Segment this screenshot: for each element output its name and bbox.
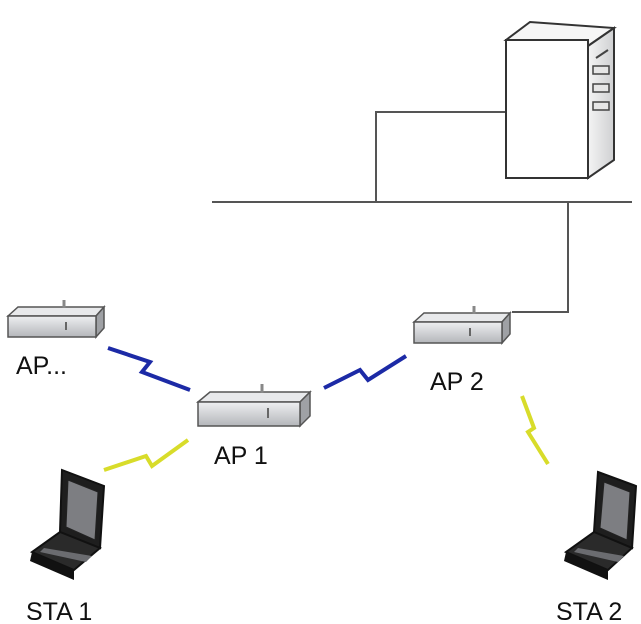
link-sta1-ap1 <box>103 438 190 472</box>
access-point-icon <box>412 306 512 345</box>
label-sta2: STA 2 <box>556 598 622 624</box>
ap2-uplink <box>512 202 569 313</box>
label-ap-other: AP... <box>16 352 67 380</box>
access-point-icon <box>195 384 312 428</box>
server-uplink <box>375 111 506 202</box>
server-tower-icon <box>503 20 617 180</box>
label-ap2: AP 2 <box>430 368 484 396</box>
label-ap1: AP 1 <box>214 442 268 470</box>
laptop-icon <box>29 468 106 580</box>
link-ap2-sta2 <box>520 395 550 466</box>
laptop-icon <box>563 470 638 580</box>
label-sta1: STA 1 <box>26 598 92 624</box>
link-ap1-ap2 <box>323 354 408 390</box>
access-point-icon <box>6 300 106 339</box>
link-apother-ap1 <box>107 346 191 392</box>
wired-backbone <box>212 111 632 313</box>
